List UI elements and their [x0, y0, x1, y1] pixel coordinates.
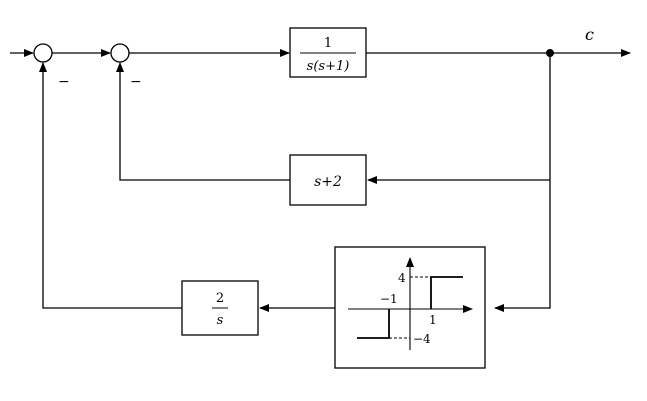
relay-characteristic — [348, 257, 473, 350]
integrator-denominator: s — [217, 313, 224, 328]
plant-numerator: 1 — [324, 36, 332, 51]
output-label: c — [585, 25, 594, 44]
plant-denominator: s(s+1) — [307, 59, 350, 74]
branch-point — [546, 49, 554, 57]
relay-level-low-label: −4 — [413, 332, 431, 346]
feedback-to-sum1 — [39, 62, 182, 309]
sum1-sign: − — [58, 74, 70, 90]
summing-junction-1 — [33, 43, 53, 63]
relay-threshold-pos-label: 1 — [429, 313, 437, 327]
feedback-trunk — [494, 53, 551, 312]
integrator-numerator: 2 — [216, 291, 224, 306]
relay-threshold-neg-label: −1 — [380, 292, 398, 306]
summing-junction-2 — [110, 43, 130, 63]
sum2-sign: − — [130, 74, 142, 90]
feedback-expr: s+2 — [314, 174, 342, 190]
relay-level-high-label: 4 — [398, 271, 406, 285]
feedback-to-sum2 — [116, 62, 290, 181]
